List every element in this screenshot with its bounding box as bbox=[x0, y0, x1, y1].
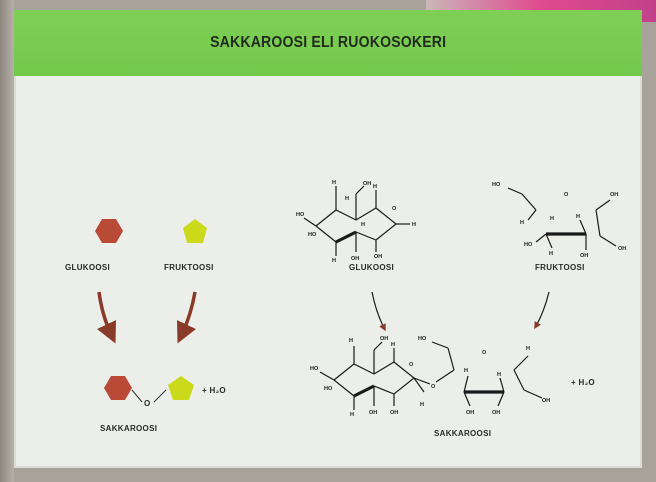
svg-text:HO: HO bbox=[524, 242, 533, 248]
svg-text:O: O bbox=[482, 350, 487, 356]
sucrose-fructose-pentagon bbox=[168, 376, 194, 400]
svg-text:OH: OH bbox=[610, 192, 618, 198]
svg-text:H: H bbox=[332, 258, 336, 264]
structural-water-label: + H₂O bbox=[571, 378, 595, 387]
svg-text:H: H bbox=[420, 402, 424, 408]
svg-text:H: H bbox=[391, 342, 395, 348]
svg-text:HO: HO bbox=[296, 212, 305, 218]
sucrose-glucose-hexagon bbox=[104, 376, 132, 400]
svg-text:OH: OH bbox=[492, 410, 500, 416]
svg-text:H: H bbox=[550, 216, 554, 222]
svg-text:OH: OH bbox=[351, 256, 359, 262]
svg-text:OH: OH bbox=[618, 246, 626, 252]
simple-linker-oxygen: O bbox=[144, 399, 151, 408]
structural-sucrose-label: SAKKAROOSI bbox=[434, 429, 492, 438]
simple-fructose-label: FRUKTOOSI bbox=[164, 263, 214, 272]
sucrose-structure: H OH H O HO HO H OH OH H O O HO OH H H O… bbox=[310, 336, 550, 418]
svg-text:H: H bbox=[332, 180, 336, 186]
arrow-glucose-down bbox=[97, 291, 116, 344]
svg-text:H: H bbox=[576, 214, 580, 220]
svg-text:H: H bbox=[520, 220, 524, 226]
svg-text:H: H bbox=[373, 184, 377, 190]
svg-text:OH: OH bbox=[580, 253, 588, 259]
svg-text:HO: HO bbox=[418, 336, 427, 342]
arrow-fructose-down bbox=[177, 291, 197, 344]
fructose-structure: O HO H OH OH HO H H OH H bbox=[492, 182, 626, 259]
svg-text:H: H bbox=[350, 412, 354, 418]
slide-header: SAKKAROOSI ELI RUOKOSOKERI bbox=[14, 10, 642, 76]
structural-glucose-label: GLUKOOSI bbox=[349, 263, 395, 272]
simple-water-label: + H₂O bbox=[202, 386, 226, 395]
simple-glucose-label: GLUKOOSI bbox=[65, 263, 111, 272]
svg-text:O: O bbox=[431, 384, 436, 390]
svg-text:O: O bbox=[409, 362, 414, 368]
slide: SAKKAROOSI ELI RUOKOSOKERI GLUKOOSI FRUK… bbox=[14, 10, 642, 468]
svg-text:OH: OH bbox=[374, 254, 382, 260]
svg-text:H: H bbox=[549, 251, 553, 257]
svg-text:HO: HO bbox=[308, 232, 317, 238]
svg-text:OH: OH bbox=[542, 398, 550, 404]
svg-text:O: O bbox=[392, 206, 397, 212]
structural-diagram: H OH H O HO H OH OH H HO H H O HO H OH O… bbox=[296, 180, 626, 418]
svg-text:H: H bbox=[464, 368, 468, 374]
structural-fructose-label: FRUKTOOSI bbox=[535, 263, 585, 272]
svg-text:OH: OH bbox=[390, 410, 398, 416]
svg-text:HO: HO bbox=[324, 386, 333, 392]
glucose-hexagon bbox=[95, 219, 123, 243]
svg-text:H: H bbox=[361, 222, 365, 228]
svg-text:HO: HO bbox=[310, 366, 319, 372]
svg-text:OH: OH bbox=[369, 410, 377, 416]
svg-text:H: H bbox=[526, 346, 530, 352]
background-left-edge bbox=[0, 0, 14, 482]
slide-title: SAKKAROOSI ELI RUOKOSOKERI bbox=[209, 34, 447, 51]
svg-text:H: H bbox=[345, 196, 349, 202]
svg-text:H: H bbox=[497, 372, 501, 378]
svg-text:OH: OH bbox=[363, 181, 371, 187]
svg-text:OH: OH bbox=[466, 410, 474, 416]
fructose-pentagon bbox=[183, 219, 207, 243]
simple-sucrose-label: SAKKAROOSI bbox=[100, 424, 158, 433]
simple-diagram bbox=[95, 219, 207, 403]
svg-text:H: H bbox=[349, 338, 353, 344]
svg-text:H: H bbox=[412, 222, 416, 228]
svg-text:HO: HO bbox=[492, 182, 501, 188]
svg-text:OH: OH bbox=[380, 336, 388, 342]
svg-text:O: O bbox=[564, 192, 569, 198]
glucose-structure: H OH H O HO H OH OH H HO H H bbox=[296, 180, 416, 264]
